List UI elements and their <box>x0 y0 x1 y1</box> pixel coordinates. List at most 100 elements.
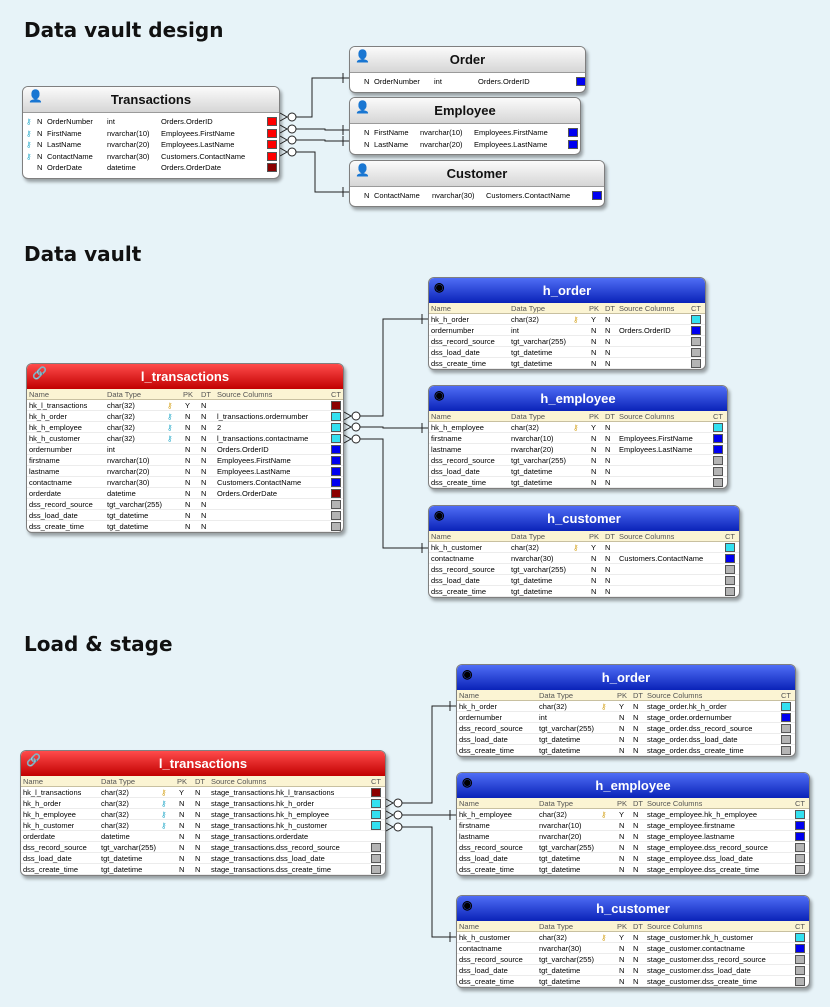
pk-flag: N <box>185 522 191 531</box>
key-icon: ⚷ <box>161 799 167 808</box>
column-type-swatch <box>691 359 701 368</box>
source-column: stage_order.ordernumber <box>647 713 732 722</box>
column-type-swatch <box>371 854 381 863</box>
column-name: hk_h_customer <box>459 933 511 942</box>
column-type: datetime <box>107 489 136 498</box>
source-column: stage_employee.dss_record_source <box>647 843 768 852</box>
dt-flag: N <box>201 456 207 465</box>
source-column: Employees.FirstName <box>619 434 693 443</box>
column-type-swatch <box>331 423 341 432</box>
pk-flag: N <box>179 843 185 852</box>
user-icon: 👤 <box>355 100 370 114</box>
column-type-swatch <box>592 191 602 200</box>
column-type-swatch <box>267 163 277 173</box>
column-type: tgt_varchar(255) <box>107 500 163 509</box>
header-type: Data Type <box>511 532 546 541</box>
entity-title: Employee <box>434 103 496 118</box>
entity-header: 👤 Employee <box>350 98 580 124</box>
column-name: dss_load_date <box>29 511 78 520</box>
column-type: tgt_varchar(255) <box>511 456 567 465</box>
source-column: Employees.LastName <box>161 140 235 150</box>
column-name: dss_load_date <box>431 348 480 357</box>
nullable-flag: N <box>37 140 43 150</box>
source-column: l_transactions.ordernumber <box>217 412 309 421</box>
column-type: tgt_varchar(255) <box>511 565 567 574</box>
